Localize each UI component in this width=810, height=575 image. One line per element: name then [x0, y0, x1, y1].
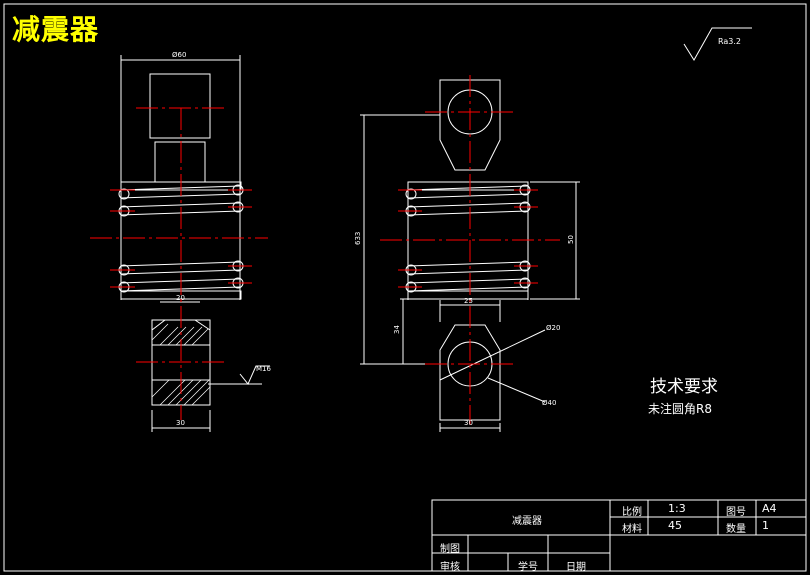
dim-spring-height: 50: [567, 235, 575, 244]
requirements-title: 技术要求: [650, 377, 718, 397]
sheet-border: [3, 3, 807, 572]
dim-eye-hole: Ø20: [546, 324, 560, 332]
dim-top-diameter: Ø60: [172, 51, 186, 59]
dim-neck-width: 20: [176, 294, 185, 302]
tb-material-label: 材料: [622, 524, 642, 535]
dim-thread: M16: [256, 365, 271, 373]
roughness-value: Ra3.2: [718, 37, 741, 46]
tb-sheet-label: 图号: [726, 507, 746, 518]
tb-part-name: 减震器: [512, 516, 542, 527]
tb-school-label: 学号: [518, 562, 538, 573]
dim-eye-outer: Ø40: [542, 399, 556, 407]
drawing-title: 减震器: [12, 13, 100, 46]
dim-bottom-width-left: 30: [176, 419, 185, 427]
tb-drawn-label: 制图: [440, 544, 460, 555]
dim-bottom-width-right: 30: [464, 419, 473, 427]
left-hatch: [151, 323, 211, 406]
left-centerlines: [90, 107, 268, 420]
tb-qty-label: 数量: [726, 524, 746, 535]
tb-qty-value: 1: [762, 519, 769, 532]
title-block: [431, 499, 807, 572]
right-centerlines: [380, 75, 560, 425]
requirements-text: 未注圆角R8: [648, 402, 712, 416]
tb-scale-label: 比例: [622, 507, 642, 518]
tb-scale-value: 1:3: [668, 502, 686, 515]
tb-sheet-value: A4: [762, 502, 777, 515]
tb-checked-label: 审核: [440, 562, 460, 573]
tb-date-label: 日期: [566, 562, 586, 573]
dim-lower-offset: 34: [393, 325, 401, 334]
dim-overall-height: 633: [354, 232, 362, 245]
tb-material-value: 45: [668, 519, 682, 532]
roughness-symbol: [683, 27, 752, 61]
left-view: [118, 55, 270, 432]
dim-eye-width: 25: [464, 297, 473, 305]
